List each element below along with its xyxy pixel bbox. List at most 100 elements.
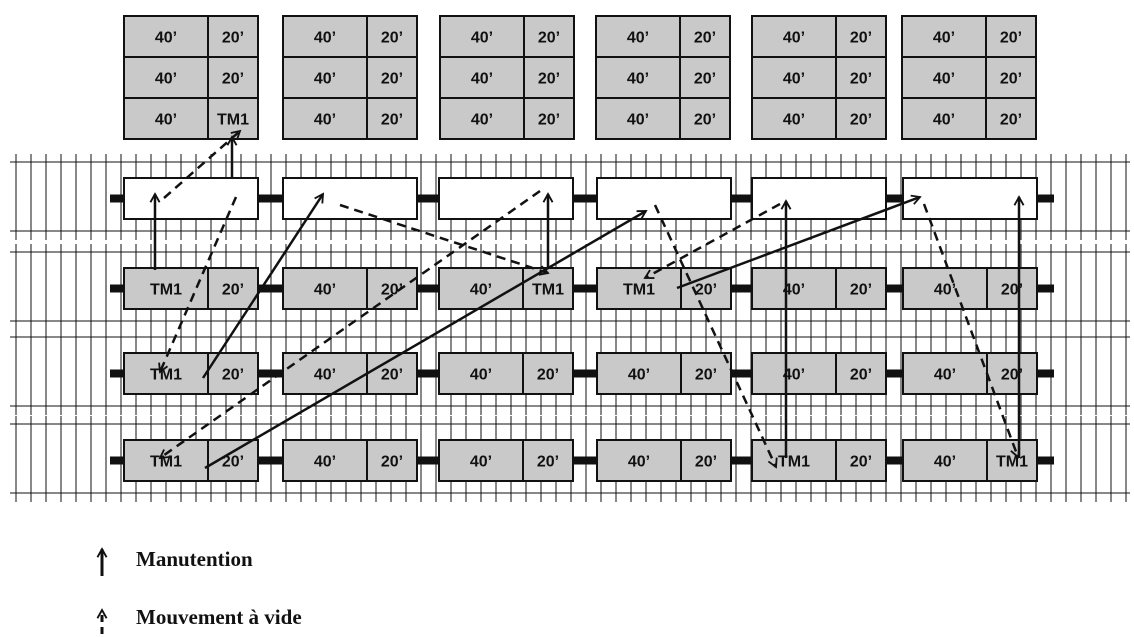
stack-container-slot [366, 97, 418, 140]
container-label: TM1 [996, 454, 1028, 471]
empty-move-arrow [160, 196, 238, 372]
container-label: 20’ [695, 454, 717, 471]
container-label: 20’ [538, 71, 560, 88]
container-label: 20’ [381, 454, 403, 471]
empty-wagon [438, 177, 574, 220]
wagon-body [282, 352, 418, 395]
train-coupling-bar [110, 456, 1054, 465]
storage-stack: 40’20’40’20’40’20’ [901, 15, 1037, 140]
container-label: 20’ [381, 282, 403, 299]
wagon-body [123, 352, 259, 395]
container-label: 40’ [934, 454, 956, 471]
stack-container-slot [282, 15, 368, 58]
stack-container-slot [901, 15, 987, 58]
storage-stacks: 40’20’40’20’40’TM140’20’40’20’40’20’40’2… [123, 15, 1037, 140]
storage-stack: 40’20’40’20’40’20’ [439, 15, 575, 140]
container-label: 20’ [1000, 112, 1022, 129]
container-label: 20’ [222, 454, 244, 471]
container-label: 40’ [471, 112, 493, 129]
container-label: 40’ [314, 30, 336, 47]
storage-stack: 40’20’40’20’40’20’ [282, 15, 418, 140]
storage-stack: 40’20’40’20’40’20’ [595, 15, 731, 140]
container-label: 20’ [850, 30, 872, 47]
handling-arrow [201, 194, 325, 379]
container-label: 40’ [933, 112, 955, 129]
empty-move-arrow [160, 189, 541, 458]
container-label: 40’ [628, 454, 650, 471]
empty-wagon [751, 177, 887, 220]
wagon: 40’TM1 [438, 267, 574, 310]
empty-wagon [123, 177, 259, 220]
storage-stack: 40’20’40’20’40’TM1 [123, 15, 259, 140]
container-label: 20’ [850, 282, 872, 299]
rail-track [10, 416, 1130, 502]
container-label: 20’ [850, 71, 872, 88]
legend-handling-item: Manutention [102, 547, 253, 576]
container-label: 20’ [1001, 282, 1023, 299]
container-label: 20’ [381, 71, 403, 88]
stack-container-slot [366, 56, 418, 99]
container-label: 20’ [222, 71, 244, 88]
container-label: 40’ [470, 454, 492, 471]
wagon-body [902, 177, 1038, 220]
train-coupling-bar [110, 194, 1054, 203]
container-label: 40’ [783, 112, 805, 129]
stack-container-slot [679, 97, 731, 140]
empty-move-arrow [163, 131, 240, 199]
empty-wagon [282, 177, 418, 220]
container-label: TM1 [623, 282, 655, 299]
handling-arrow [204, 209, 646, 470]
container-label: 40’ [628, 367, 650, 384]
container-label: 20’ [695, 367, 717, 384]
wagon: 40’ 20’ [596, 352, 732, 395]
wagon-body [438, 352, 574, 395]
container-label: 40’ [934, 367, 956, 384]
wagon-body [751, 177, 887, 220]
train-head [110, 369, 126, 378]
container-label: 40’ [470, 367, 492, 384]
wagon: 40’ 20’ [902, 267, 1038, 310]
wagon: 40’ TM1 [902, 439, 1038, 482]
container-label: 40’ [933, 30, 955, 47]
container-label: 40’ [314, 367, 336, 384]
container-label: 40’ [470, 282, 492, 299]
legend-empty-move-label: Mouvement à vide [136, 605, 302, 629]
container-label: 40’ [314, 282, 336, 299]
wagon-body [438, 177, 574, 220]
empty-wagon [596, 177, 732, 220]
container-label: 40’ [783, 282, 805, 299]
train-head [110, 284, 126, 293]
container-label: TM1 [150, 367, 182, 384]
wagon: 40’ 20’ [751, 352, 887, 395]
container-label: 40’ [314, 454, 336, 471]
wagon-body [902, 267, 1038, 310]
container-label: 20’ [538, 30, 560, 47]
wagon-body [282, 177, 418, 220]
container-label: 20’ [695, 282, 717, 299]
stack-container-slot [985, 15, 1037, 58]
container-label: 20’ [381, 112, 403, 129]
container-label: 40’ [783, 367, 805, 384]
legend: Manutention Mouvement à vide [102, 547, 302, 634]
wagon-body [751, 267, 887, 310]
container-label: 20’ [537, 454, 559, 471]
container-label: 40’ [783, 30, 805, 47]
container-label: 40’ [314, 112, 336, 129]
container-label: 40’ [934, 282, 956, 299]
train-head [110, 456, 126, 465]
wagon-body [123, 177, 259, 220]
wagon-body [596, 352, 732, 395]
container-label: 20’ [1000, 30, 1022, 47]
stack-container-slot [751, 56, 837, 99]
stack-container-slot [901, 97, 987, 140]
container-label: 40’ [155, 71, 177, 88]
container-label: 40’ [155, 30, 177, 47]
container-label: 40’ [933, 71, 955, 88]
container-label: TM1 [778, 454, 810, 471]
container-label: 20’ [850, 367, 872, 384]
stack-container-slot [366, 15, 418, 58]
